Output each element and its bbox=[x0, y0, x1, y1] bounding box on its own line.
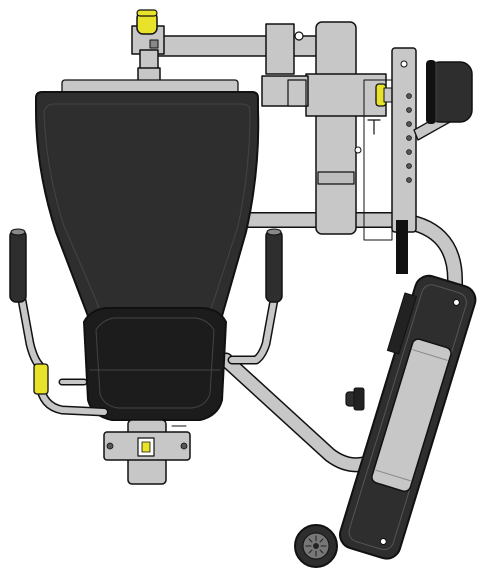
lever-knob-icon[interactable] bbox=[345, 387, 365, 411]
left-pop-pin-icon[interactable] bbox=[33, 363, 49, 395]
right-handle-grip-icon[interactable] bbox=[265, 228, 283, 303]
top-adjust-arm bbox=[131, 23, 321, 85]
back-pad bbox=[35, 79, 260, 351]
seat-pad bbox=[83, 307, 227, 421]
top-pop-pin-icon[interactable] bbox=[136, 9, 158, 35]
upright-column bbox=[261, 21, 393, 241]
right-handle[interactable] bbox=[227, 295, 279, 365]
rail-plate bbox=[391, 47, 417, 274]
roller-pad-icon bbox=[426, 60, 473, 124]
wheel-icon bbox=[294, 524, 338, 568]
lever-arm[interactable] bbox=[329, 270, 479, 562]
seat-post bbox=[103, 419, 191, 485]
left-handle-grip-icon[interactable] bbox=[9, 228, 27, 303]
